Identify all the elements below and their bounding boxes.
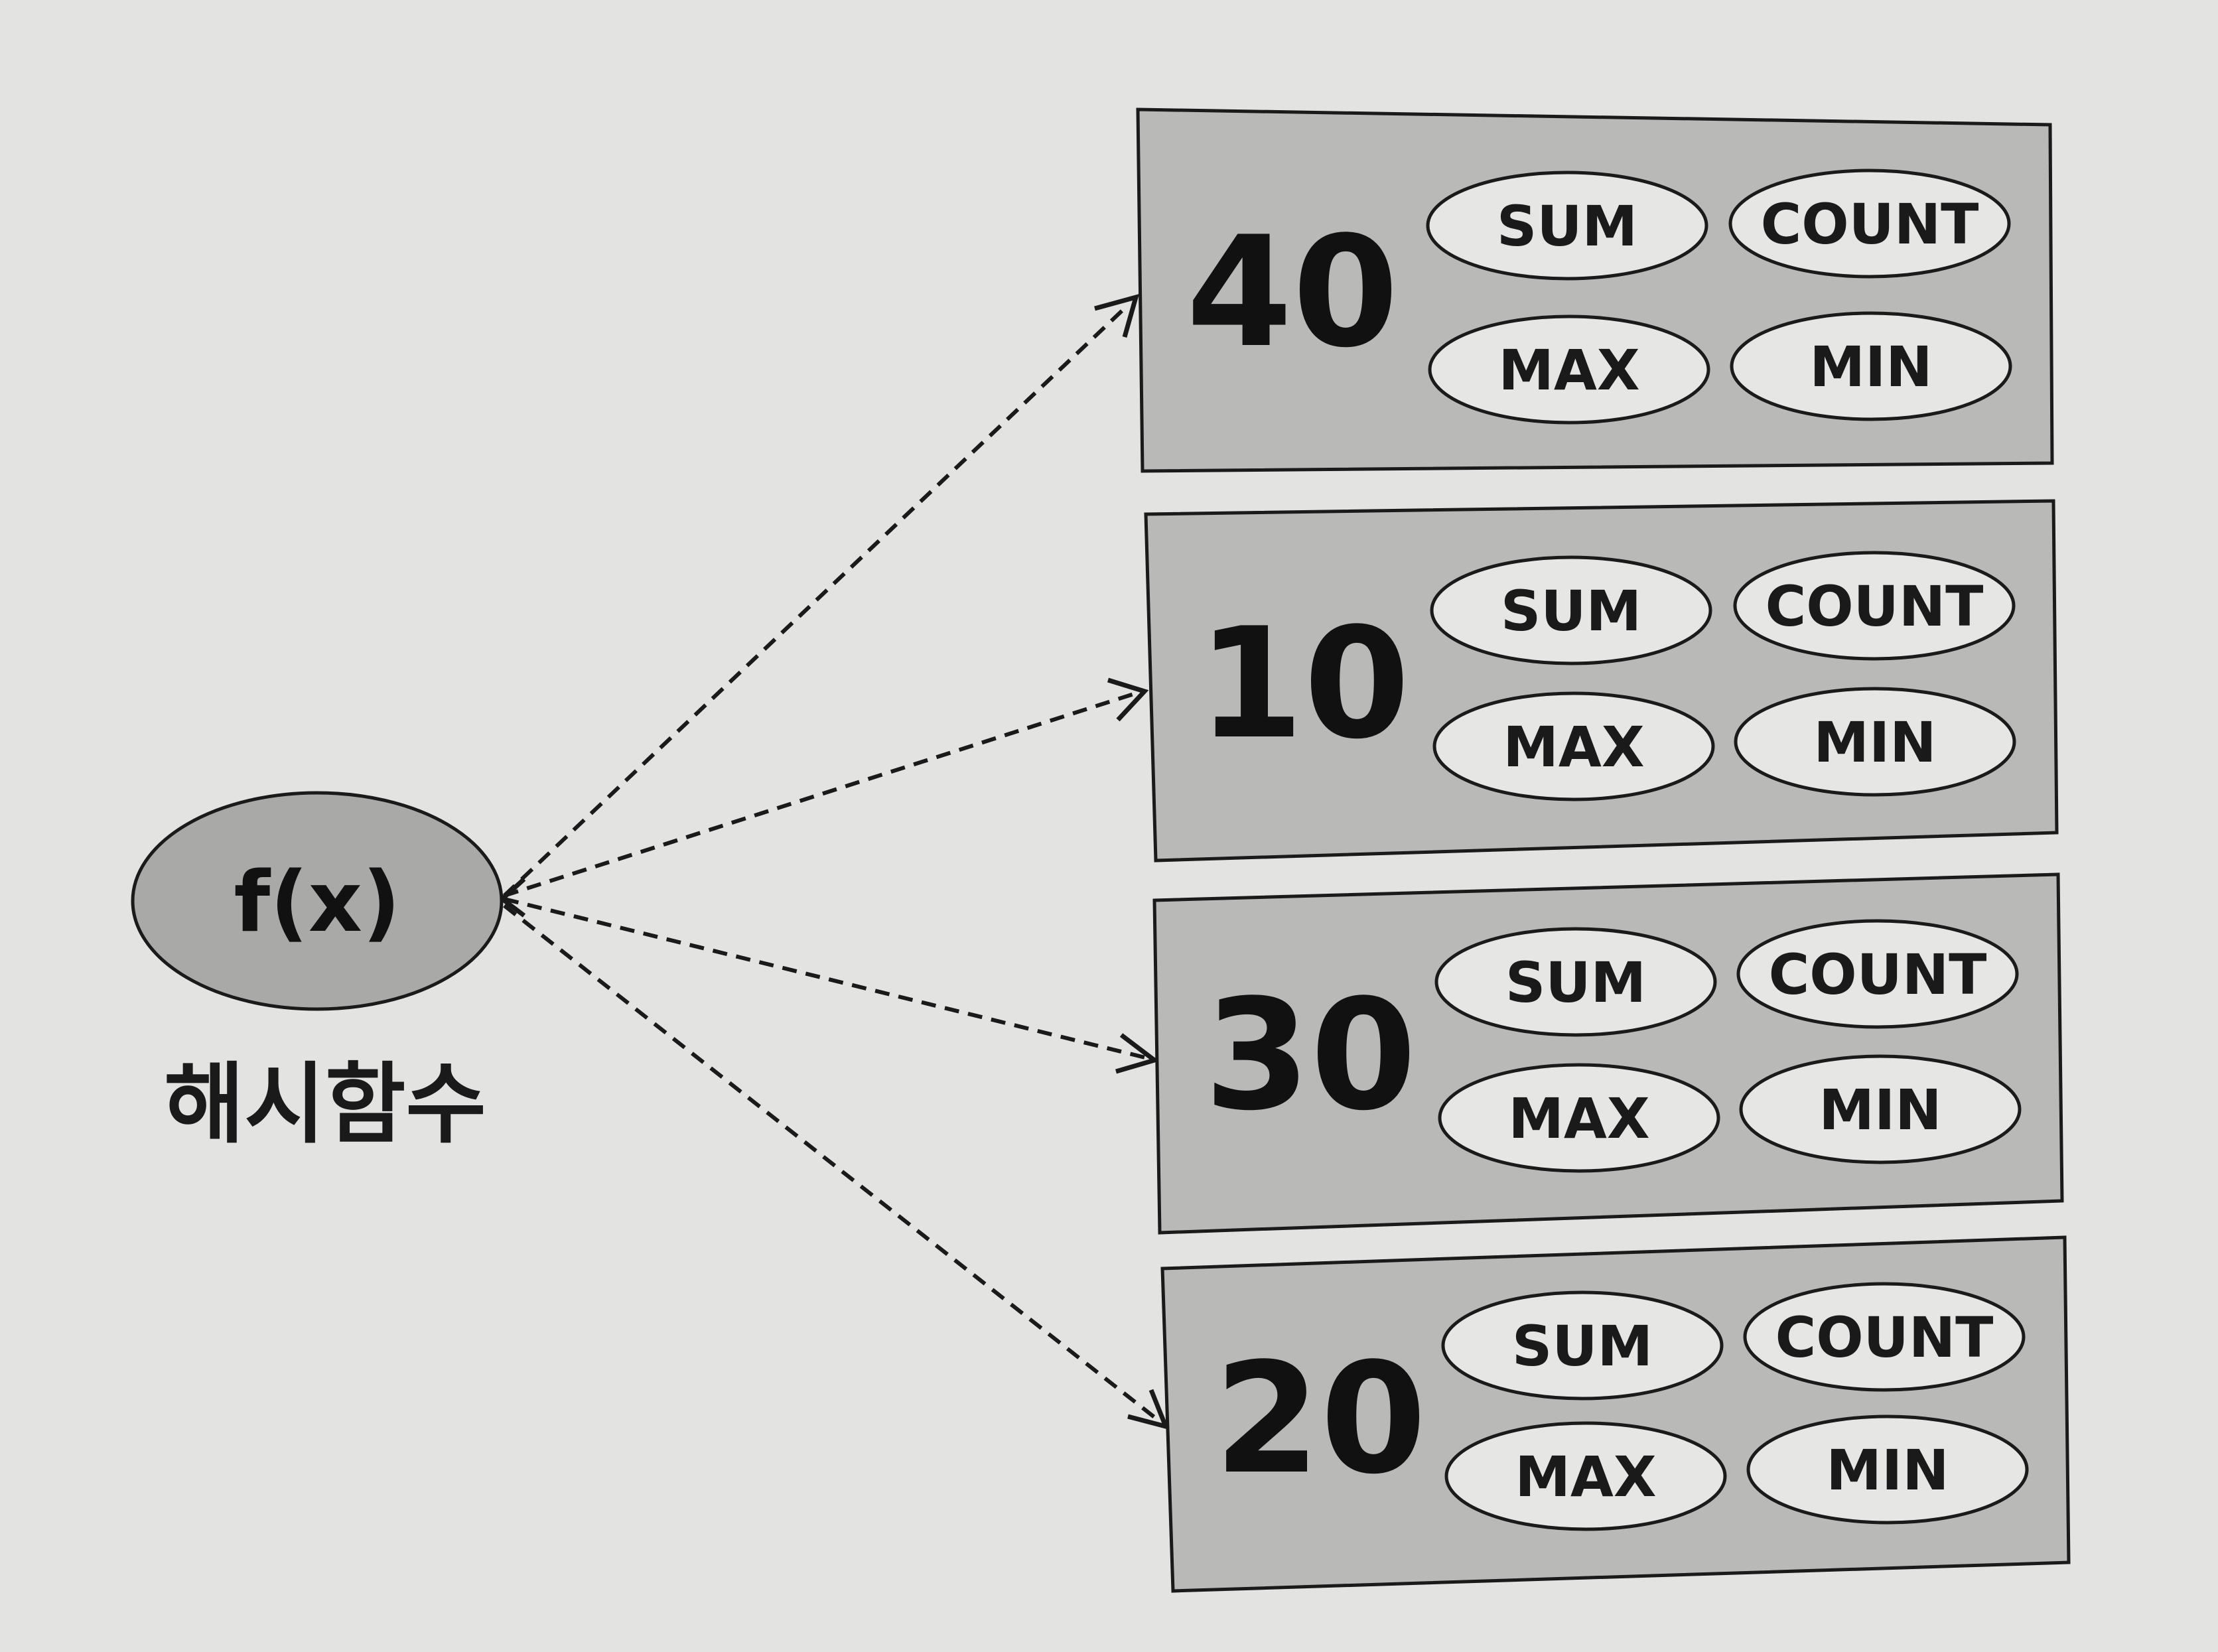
aggregate-count-oval: [1728, 169, 2011, 279]
bucket-4: 20 SUM COUNT MAX MIN: [1160, 1235, 2071, 1593]
aggregate-count-oval: [1743, 1282, 2026, 1392]
bucket-key: 30: [1204, 967, 1417, 1144]
aggregate-min-label: MIN: [1809, 334, 1932, 399]
aggregate-sum-label: SUM: [1497, 194, 1637, 259]
bucket-key: 40: [1186, 204, 1399, 381]
aggregate-min-oval: [1734, 687, 2016, 797]
aggregate-count-oval: [1736, 919, 2019, 1029]
aggregate-sum-oval: [1441, 1290, 1724, 1401]
aggregate-min-oval: [1746, 1414, 2029, 1525]
arrow-to-bucket-1: [502, 303, 1130, 898]
bucket-3: 30 SUM COUNT MAX MIN: [1152, 872, 2064, 1235]
arrow-to-bucket-4: [503, 904, 1159, 1422]
bucket-2: 10 SUM COUNT MAX MIN: [1144, 499, 2059, 862]
aggregate-sum-label: SUM: [1505, 950, 1646, 1015]
aggregate-count-label: COUNT: [1769, 942, 1987, 1007]
aggregate-min-oval: [1739, 1054, 2022, 1164]
hash-function-label: 해시함수: [164, 1054, 486, 1156]
aggregate-max-oval: [1444, 1421, 1727, 1531]
aggregate-sum-oval: [1426, 171, 1708, 281]
aggregate-sum-label: SUM: [1512, 1314, 1653, 1379]
aggregate-sum-label: SUM: [1501, 579, 1641, 644]
arrow-to-bucket-2: [504, 691, 1137, 898]
arrow-head-bucket-2: [1107, 677, 1149, 722]
hash-function: f(x) 해시함수: [131, 791, 504, 1156]
bucket-key: 20: [1214, 1331, 1426, 1508]
aggregate-count-label: COUNT: [1775, 1305, 1994, 1370]
hash-function-oval: [131, 791, 504, 1011]
aggregate-sum-oval: [1430, 555, 1712, 665]
hash-function-symbol: f(x): [234, 853, 400, 951]
aggregate-count-oval: [1733, 551, 2016, 661]
aggregate-min-label: MIN: [1819, 1077, 1941, 1142]
aggregate-max-oval: [1432, 691, 1715, 801]
aggregate-max-label: MAX: [1515, 1444, 1656, 1509]
aggregate-min-label: MIN: [1813, 710, 1936, 775]
aggregate-max-label: MAX: [1508, 1086, 1649, 1151]
aggregate-max-oval: [1438, 1063, 1720, 1173]
arrow-head-bucket-4: [1127, 1389, 1170, 1430]
aggregate-max-oval: [1428, 314, 1710, 425]
arrow-to-bucket-3: [504, 897, 1148, 1060]
aggregate-sum-oval: [1434, 927, 1717, 1037]
aggregate-max-label: MAX: [1498, 338, 1639, 403]
arrows: [498, 293, 1170, 1430]
bucket-key: 10: [1198, 596, 1410, 773]
aggregate-max-label: MAX: [1503, 715, 1644, 780]
arrow-head-bucket-3: [1115, 1033, 1160, 1074]
aggregate-count-label: COUNT: [1766, 574, 1984, 639]
aggregate-count-label: COUNT: [1761, 192, 1979, 257]
bucket-1: 40 SUM COUNT MAX MIN: [1136, 107, 2054, 473]
aggregate-min-label: MIN: [1826, 1438, 1949, 1503]
arrow-head-bucket-1: [1094, 293, 1140, 338]
aggregate-min-oval: [1730, 311, 2012, 421]
